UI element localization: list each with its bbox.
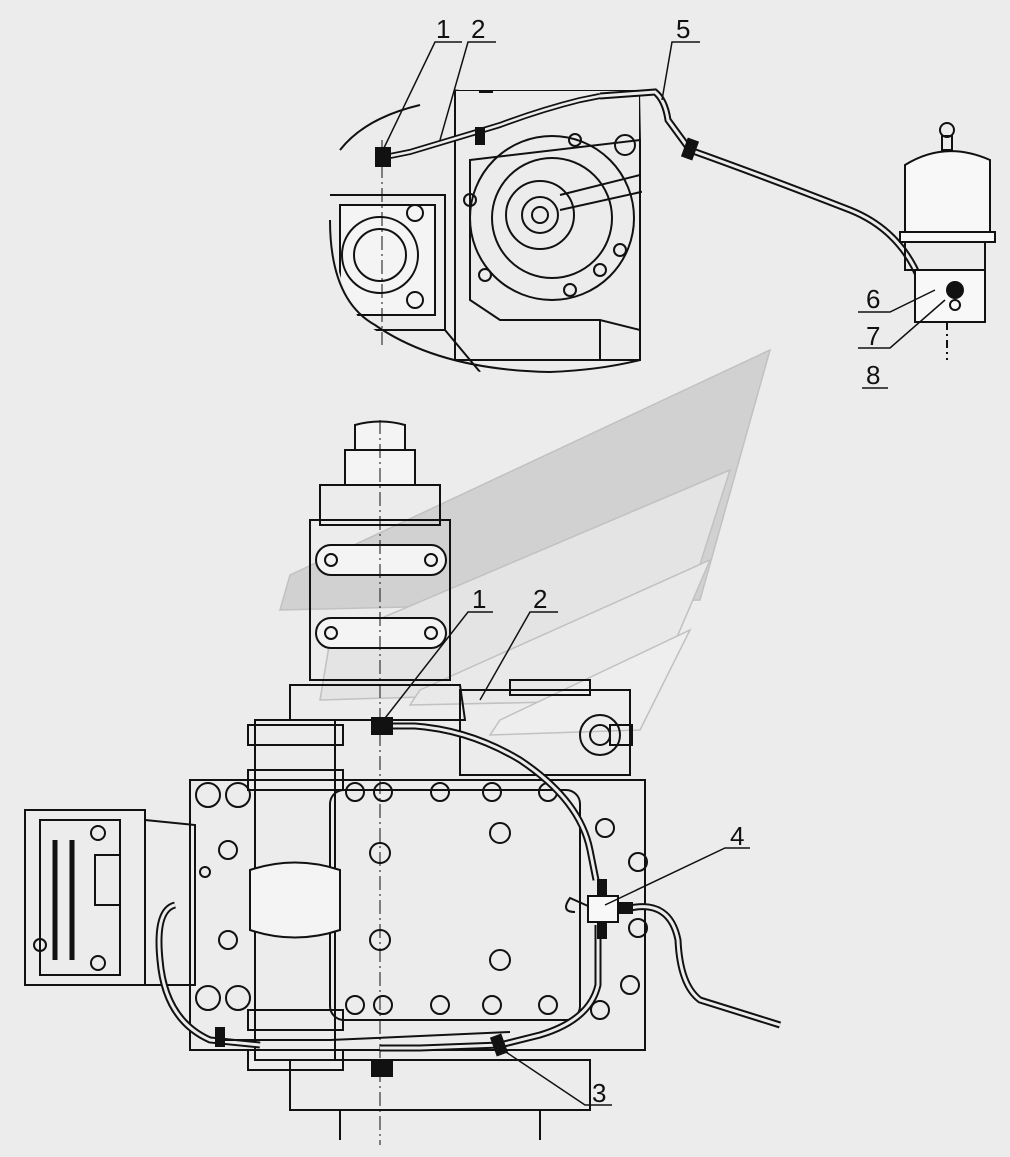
- callout-main-4: 4: [730, 821, 744, 851]
- tee-fitting: [565, 879, 633, 939]
- watermark-logo: [278, 348, 772, 736]
- main-view: [24, 420, 782, 1145]
- callout-detail-2: 2: [471, 14, 485, 44]
- callout-main-2: 2: [533, 584, 547, 614]
- callout-detail-1: 1: [436, 14, 450, 44]
- oil-filter: [899, 122, 996, 360]
- callout-detail-6: 6: [866, 284, 880, 314]
- callout-detail-5: 5: [676, 14, 690, 44]
- callout-detail-8: 8: [866, 360, 880, 390]
- callout-main-3: 3: [592, 1078, 606, 1108]
- callout-detail-7: 7: [866, 321, 880, 351]
- callout-main-1: 1: [472, 584, 486, 614]
- callouts: 1 2 5 6 7 8 1 2 3 4: [436, 14, 880, 1108]
- callout-leaders: [381, 41, 946, 1106]
- detail-view: [328, 88, 996, 375]
